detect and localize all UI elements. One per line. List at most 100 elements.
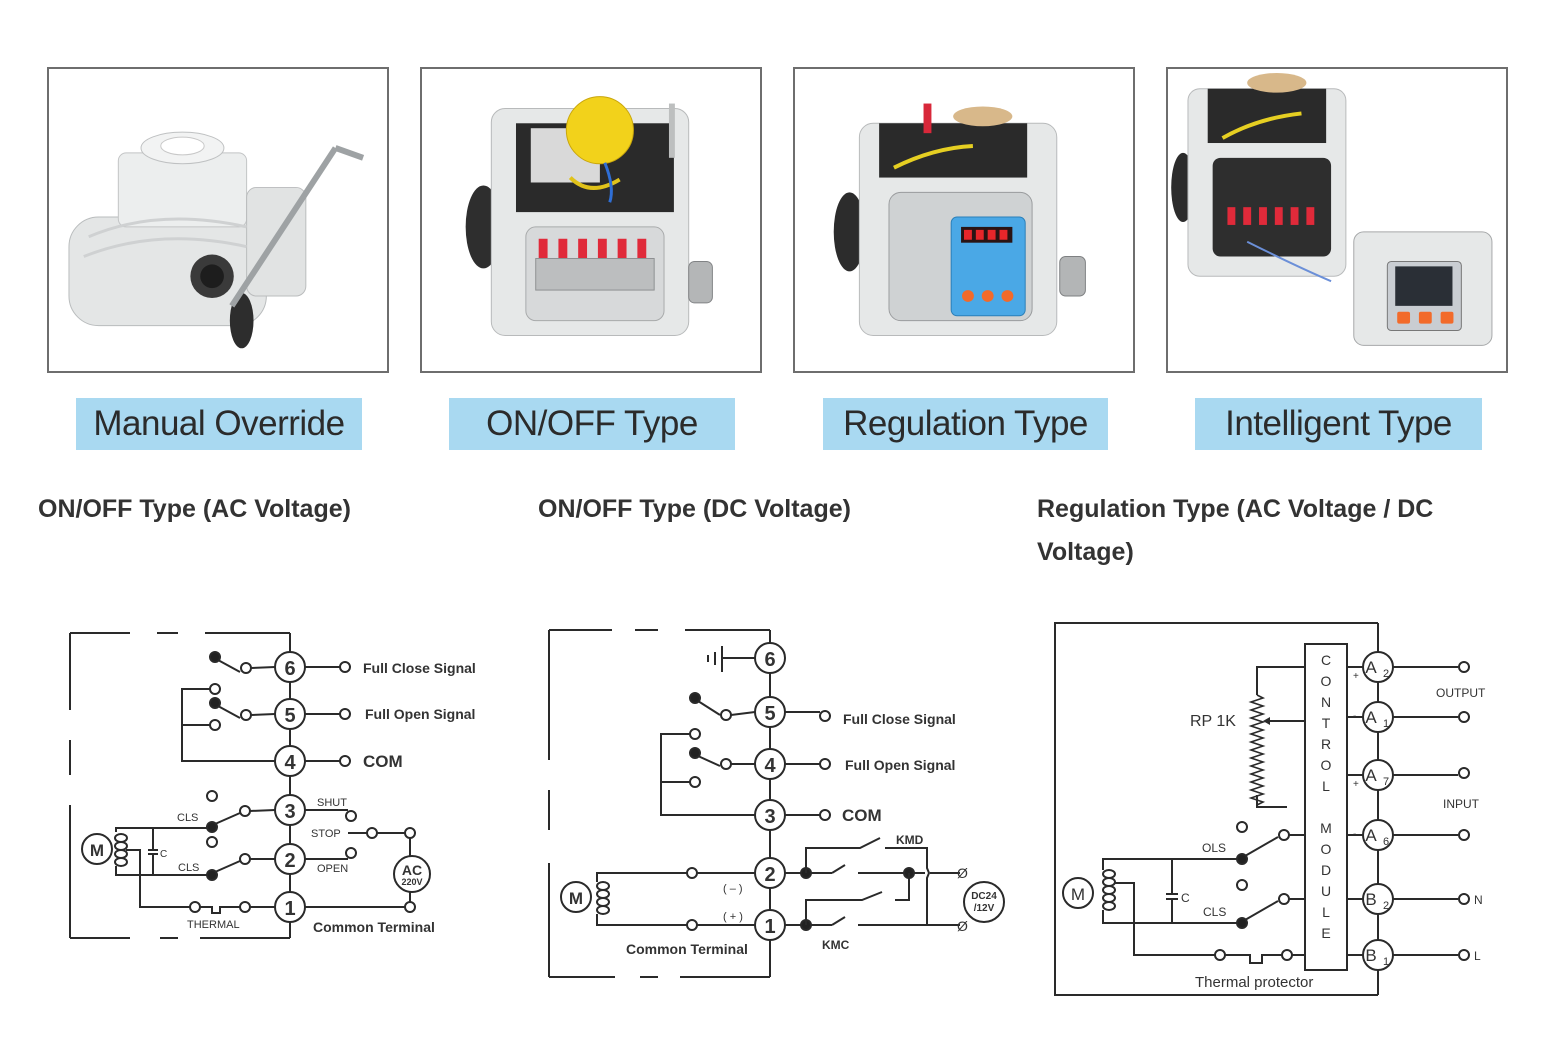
control-module-letter: M [1320,820,1332,836]
ac-voltage-label: 220V [401,877,422,887]
terminal-A7-subscript: 7 [1383,776,1389,788]
motor-symbol [81,833,113,865]
terminal-5-label: 5 [284,705,295,727]
control-module-letter: R [1321,736,1331,752]
plus-label: ( + ) [723,911,743,923]
terminal-A1-label: A [1365,708,1377,727]
control-module-letter: N [1321,694,1331,710]
type-label-manual-override: Manual Override [76,398,362,450]
potentiometer-icon [1248,694,1266,806]
actuator-positioner-image [833,103,1086,336]
ac-source-symbol [393,855,431,893]
section-title-ac: ON/OFF Type (AC Voltage) [38,495,351,523]
terminal-3-label: 3 [284,801,295,823]
full-open-signal-label: Full Open Signal [845,757,955,773]
terminal-A6-subscript: 6 [1383,836,1389,848]
terminal-4-label: 4 [284,752,296,774]
actuator-terminal-block-image [465,96,713,336]
com-label: COM [363,752,403,771]
terminal-6-label: 6 [284,658,295,680]
section-title-regulation: Regulation Type (AC Voltage / DC Voltage… [1037,495,1434,566]
control-module-letter: O [1321,673,1332,689]
minus-label: ( – ) [723,883,743,895]
product-photo-onoff [420,67,762,373]
motor-winding-icon [1102,869,1116,911]
n-label: N [1474,893,1483,907]
terminal-A2-polarity: + [1353,671,1359,682]
input-label: INPUT [1443,797,1480,811]
full-open-signal-label: Full Open Signal [365,706,475,722]
terminal-A2-subscript: 2 [1383,668,1389,680]
control-module-letter: E [1321,925,1330,941]
product-photo-manual-override [47,67,389,373]
product-photo-regulation [793,67,1135,373]
dc-source-symbol [963,881,1005,923]
terminal-4-label: 4 [764,755,776,777]
thermal-protector-label: Thermal protector [1195,974,1313,991]
full-close-signal-label: Full Close Signal [363,660,476,676]
motor-symbol [560,881,592,913]
l-label: L [1474,949,1481,963]
terminal-A6-polarity: - [1353,829,1356,840]
terminal-A6-label: A [1365,826,1377,845]
control-module-box [1304,643,1348,971]
terminal-null-1: Ø [957,865,968,881]
capacitor-label: C [160,849,167,860]
terminal-B1-subscript: 1 [1383,956,1389,968]
terminal-B2-subscript: 2 [1383,900,1389,912]
kmd-label: KMD [896,833,924,847]
control-module-letter: T [1322,715,1331,731]
enclosure-outline [1054,622,1378,996]
wiring-diagram-dc: 6 5 4 3 2 1 Full Close Signal Full Open … [540,620,1020,990]
terminal-B1-label: B [1365,946,1376,965]
motor-winding-icon [596,881,610,915]
enclosure-outline [69,632,290,939]
terminal-A1-polarity: - [1353,711,1356,722]
ground-icon [707,646,755,672]
ac-label: AC [402,862,422,878]
actuator-manual-crank-image [68,131,365,349]
section-title-dc: ON/OFF Type (DC Voltage) [538,495,851,523]
cls-bottom-label: CLS [178,862,199,874]
capacitor-label: C [1181,891,1190,905]
motor-label: M [569,889,583,908]
ols-label: OLS [1202,841,1226,855]
type-label-intelligent: Intelligent Type [1195,398,1482,450]
common-terminal-label: Common Terminal [626,941,748,957]
shut-label: SHUT [317,797,347,809]
cls-top-label: CLS [177,812,198,824]
control-module-letter: C [1321,652,1331,668]
terminal-1-label: 1 [284,898,295,920]
enclosure-outline [548,629,770,978]
terminal-5-label: 5 [764,703,775,725]
terminal-2-label: 2 [284,850,295,872]
kmc-label: KMC [822,938,850,952]
terminal-A7-polarity: + [1353,779,1359,790]
common-terminal-label: Common Terminal [313,919,435,935]
terminal-3-label: 3 [764,806,775,828]
motor-label: M [1071,885,1085,904]
open-label: OPEN [317,863,348,875]
output-label: OUTPUT [1436,686,1486,700]
terminal-1-label: 1 [764,916,775,938]
control-module-letter: L [1322,778,1330,794]
terminal-A2-label: A [1365,658,1377,677]
wiring-diagram-ac: 6 5 4 3 2 1 Full Close Signal Full Open … [60,620,510,950]
dc-voltage-label-1: DC24 [971,891,997,902]
control-module-letter: O [1321,841,1332,857]
terminal-2-label: 2 [764,864,775,886]
product-photo-intelligent [1166,67,1508,373]
stop-label: STOP [311,828,341,840]
rp-label: RP 1K [1190,713,1236,730]
control-module-letter: D [1321,862,1331,878]
thermal-label: THERMAL [187,919,240,931]
cls-label: CLS [1203,905,1226,919]
terminal-B2-label: B [1365,890,1376,909]
control-module-letter: L [1322,904,1330,920]
motor-winding-icon [114,833,128,867]
type-label-regulation: Regulation Type [823,398,1108,450]
terminal-6-label: 6 [764,649,775,671]
com-label: COM [842,806,882,825]
terminal-null-2: Ø [957,918,968,934]
